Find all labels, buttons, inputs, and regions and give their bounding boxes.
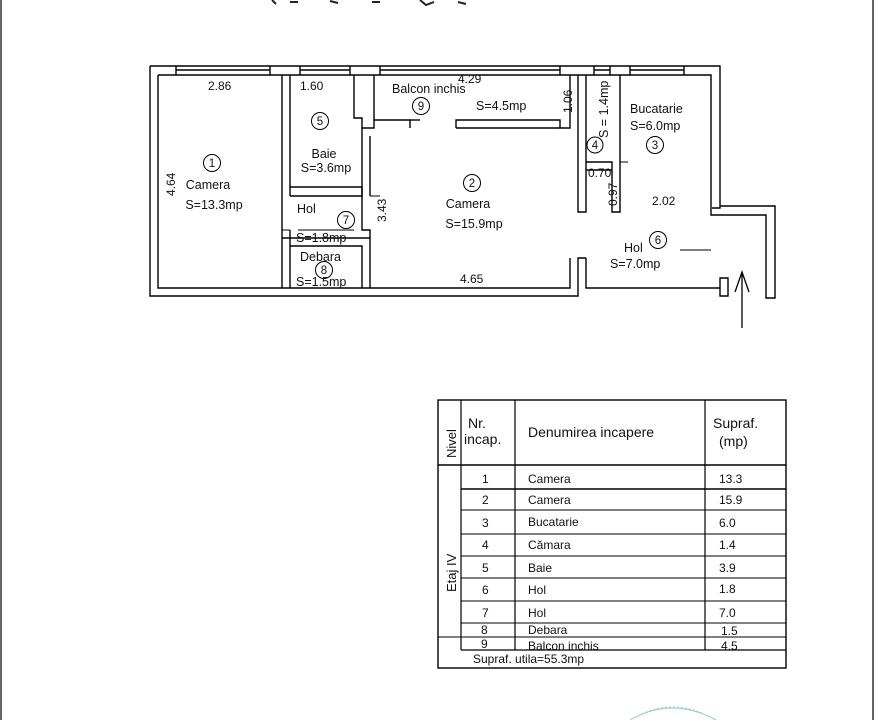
entrance-arrow-icon [734, 270, 750, 328]
row-9-nr: 9 [481, 637, 488, 651]
detail-lines [282, 161, 711, 251]
table-row: 2 Camera 15.9 [482, 493, 743, 507]
row-2-area: 15.9 [719, 493, 743, 507]
room-5-name: Baie [311, 147, 336, 161]
dimension-labels: 2.86 1.60 4.29 1.06 4.64 3.43 4.65 0.70 … [164, 72, 676, 286]
room-3-number: 3 [652, 140, 658, 152]
row-1-area: 13.3 [719, 472, 743, 486]
room-3-area: S=6.0mp [630, 119, 680, 133]
row-4-nr: 4 [482, 538, 489, 552]
room-3-name: Bucatarie [630, 102, 683, 116]
room-6-number: 6 [655, 235, 661, 247]
room-labels: 1 Camera S=13.3mp 5 Baie S=3.6mp Balcon … [185, 81, 683, 289]
table-footer-total: Supraf. utila=55.3mp [473, 652, 584, 666]
room-6-name: Hol [624, 241, 643, 255]
header-level: Nivel [444, 429, 459, 458]
header-name: Denumirea incapere [528, 424, 654, 440]
room-6-area: S=7.0mp [610, 257, 660, 271]
row-9-area: 4.5 [721, 639, 738, 653]
stamp-mark [629, 706, 717, 720]
room-4-number: 4 [592, 140, 599, 152]
table-row: 3 Bucatarie 6.0 [482, 515, 736, 530]
dim-room2-depth: 3.43 [375, 198, 389, 222]
room-2-area: S=15.9mp [445, 217, 502, 231]
dim-door-width: 0.70 [588, 166, 612, 180]
row-4-area: 1.4 [719, 538, 736, 552]
table-row: 4 Cămara 1.4 [482, 538, 736, 552]
walls [149, 65, 776, 299]
dim-room1-width: 2.86 [208, 79, 232, 93]
room-5-number: 5 [317, 116, 323, 128]
row-7-nr: 7 [482, 606, 489, 620]
row-1-name: Camera [528, 472, 571, 486]
room-1-name: Camera [186, 178, 231, 192]
room-9-name: Balcon inchis [392, 82, 466, 96]
header-area-line1: Supraf. [713, 415, 758, 431]
table-row: 7 Hol 7.0 [482, 606, 736, 620]
row-8-nr: 8 [481, 623, 488, 637]
row-6-nr: 6 [482, 583, 489, 597]
table-row: 9 Balcon inchis 4.5 [481, 637, 738, 653]
row-9-name: Balcon inchis [528, 639, 599, 653]
row-7-area: 7.0 [719, 606, 736, 620]
dim-balcony-width: 4.29 [458, 72, 482, 86]
row-2-nr: 2 [482, 493, 489, 507]
level-value: Etaj IV [444, 553, 459, 592]
room-table-text: Nivel Nr. incap. Denumirea incapere Supr… [444, 415, 758, 666]
room-1-area: S=13.3mp [185, 198, 242, 212]
dim-room2-length: 4.65 [460, 272, 484, 286]
header-nr-line1: Nr. [468, 415, 486, 431]
row-8-name: Debara [528, 623, 568, 637]
header-nr-line2: incap. [464, 431, 501, 447]
room-7-name: Hol [297, 202, 316, 216]
row-1-nr: 1 [482, 472, 489, 486]
room-1-number: 1 [209, 158, 215, 170]
row-2-name: Camera [528, 493, 571, 507]
room-2-number: 2 [469, 178, 475, 190]
row-5-nr: 5 [482, 561, 489, 575]
dim-passage-width: 0.97 [606, 182, 620, 206]
room-5-area: S=3.6mp [301, 161, 351, 175]
room-9-area: S=4.5mp [476, 99, 526, 113]
table-row: 8 Debara 1.5 [481, 623, 738, 638]
dim-bath-width: 1.60 [300, 79, 324, 93]
room-7-area: S=1.8mp [296, 231, 346, 245]
row-6-area: 1.8 [719, 582, 736, 596]
row-3-nr: 3 [482, 516, 489, 530]
row-5-name: Baie [528, 561, 552, 575]
table-row: 6 Hol 1.8 [482, 582, 736, 597]
table-row: 1 Camera 13.3 [482, 472, 743, 486]
dim-hall-width: 2.02 [652, 194, 676, 208]
room-4-area: S = 1.4mp [597, 81, 611, 138]
row-5-area: 3.9 [719, 561, 736, 575]
dim-room1-length: 4.64 [164, 172, 178, 196]
room-7-number: 7 [343, 215, 349, 227]
dim-balcony-depth: 1.06 [561, 89, 575, 113]
room-8-area: S=1.5mp [296, 275, 346, 289]
header-area-line2: (mp) [719, 433, 748, 449]
room-8-name: Debara [300, 250, 341, 264]
row-6-name: Hol [528, 583, 546, 597]
table-row: 5 Baie 3.9 [482, 561, 736, 575]
row-3-area: 6.0 [719, 516, 736, 530]
room-8-number: 8 [321, 265, 327, 277]
cropped-heading-marks [271, 0, 467, 7]
row-3-name: Bucatarie [528, 515, 579, 529]
room-table [437, 399, 787, 669]
room-2-name: Camera [446, 197, 491, 211]
row-8-area: 1.5 [721, 624, 738, 638]
row-7-name: Hol [528, 606, 546, 620]
room-9-number: 9 [418, 101, 424, 113]
row-4-name: Cămara [528, 538, 571, 552]
